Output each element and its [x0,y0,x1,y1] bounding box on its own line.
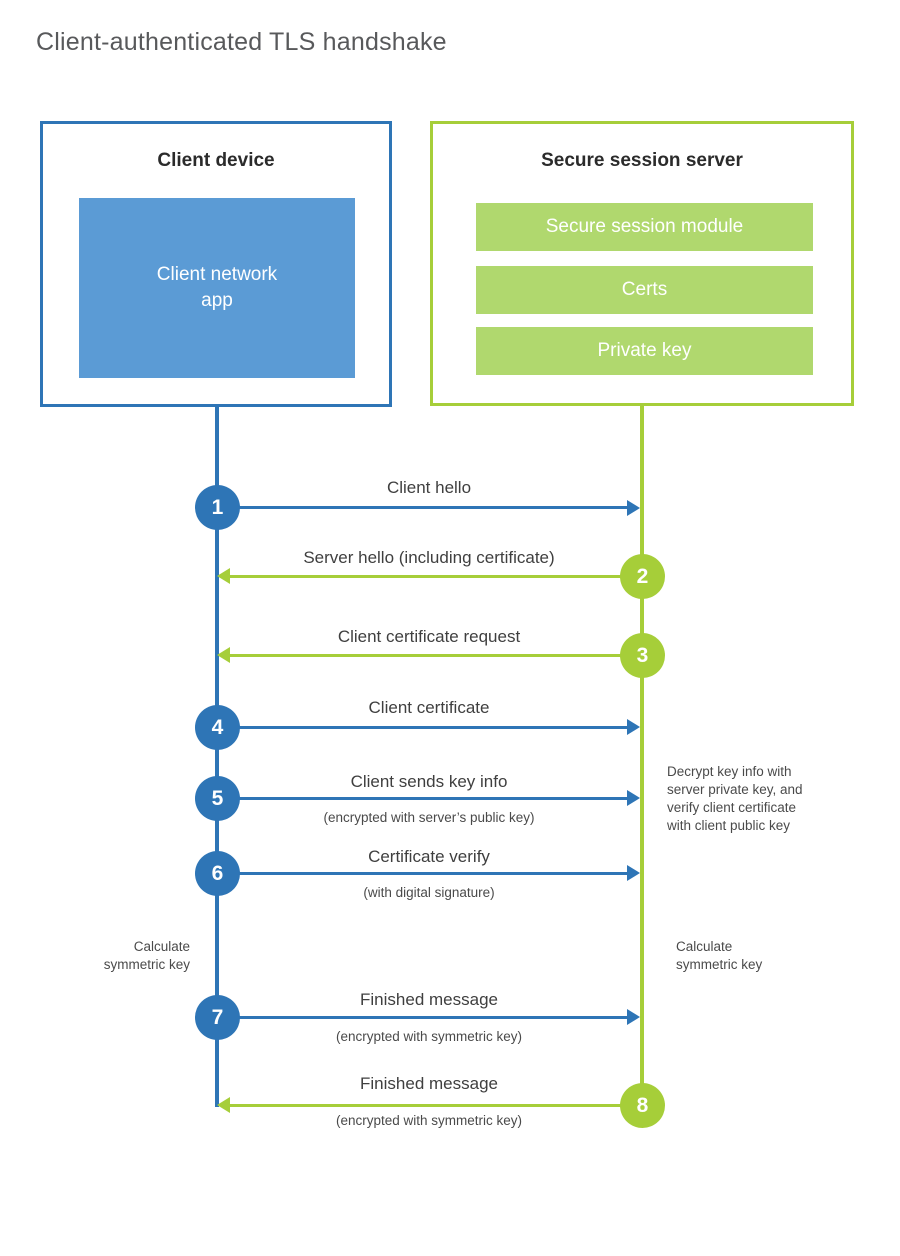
step-5-number: 5 [211,786,224,810]
step-3-arrow-line [230,654,642,657]
client-device-title: Client device [157,150,275,171]
step-1-label: Client hello [386,478,472,497]
step-7-arrow-line [217,1016,627,1019]
step-7-number: 7 [211,1005,224,1029]
secure-session-server-title: Secure session server [541,150,743,171]
page-title: Client-authenticated TLS handshake [36,28,447,56]
step-2-number: 2 [636,564,649,588]
step-4-label: Client certificate [368,698,490,717]
step-8-number: 8 [636,1093,649,1117]
secure-session-server-box: Secure session server Secure session mod… [430,121,854,406]
step-5-marker[interactable]: 5 [195,776,240,821]
step-8-arrow-head-icon [217,1097,230,1113]
step-6-label: Certificate verify [368,847,490,866]
server-component-label: Private key [597,340,692,361]
step-6-marker[interactable]: 6 [195,851,240,896]
step-8-arrow-line [230,1104,642,1107]
step-4-arrow-line [217,726,627,729]
step-6-arrow-head-icon [627,865,640,881]
step-2-arrow-line [230,575,642,578]
server-component-certs: Certs [476,266,813,314]
step-7-marker[interactable]: 7 [195,995,240,1040]
step-3-label: Client certificate request [337,627,521,646]
step-6-arrow-line [217,872,627,875]
step-8-marker[interactable]: 8 [620,1083,665,1128]
step-3-number: 3 [636,643,649,667]
step-5-label: Client sends key info [350,772,508,791]
step-4-arrow-head-icon [627,719,640,735]
step-2-marker[interactable]: 2 [620,554,665,599]
step-3-marker[interactable]: 3 [620,633,665,678]
server-component-label: Certs [621,279,668,300]
server-component-secure-session-module: Secure session module [476,203,813,251]
step-2-arrow-head-icon [217,568,230,584]
server-component-label: Secure session module [545,216,744,237]
step-1-number: 1 [211,495,224,519]
server-component-private-key: Private key [476,327,813,375]
client-lifeline [215,406,219,1107]
step-3-arrow-head-icon [217,647,230,663]
step-5-sublabel: (encrypted with server’s public key) [323,810,535,825]
step-2-label: Server hello (including certificate) [303,548,555,567]
step-7-label: Finished message [360,990,498,1009]
step-7-arrow-head-icon [627,1009,640,1025]
step-1-arrow-head-icon [627,500,640,516]
step-1-arrow-line [217,506,627,509]
step-5-arrow-head-icon [627,790,640,806]
step-8-label: Finished message [360,1074,498,1093]
step-6-sublabel: (with digital signature) [363,885,495,900]
server-lifeline [640,405,644,1107]
step-7-sublabel: (encrypted with symmetric key) [335,1029,523,1044]
step-4-number: 4 [211,715,224,739]
step-1-marker[interactable]: 1 [195,485,240,530]
step-4-marker[interactable]: 4 [195,705,240,750]
step-6-number: 6 [211,861,224,885]
step-5-arrow-line [217,797,627,800]
step-8-sublabel: (encrypted with symmetric key) [335,1113,523,1128]
